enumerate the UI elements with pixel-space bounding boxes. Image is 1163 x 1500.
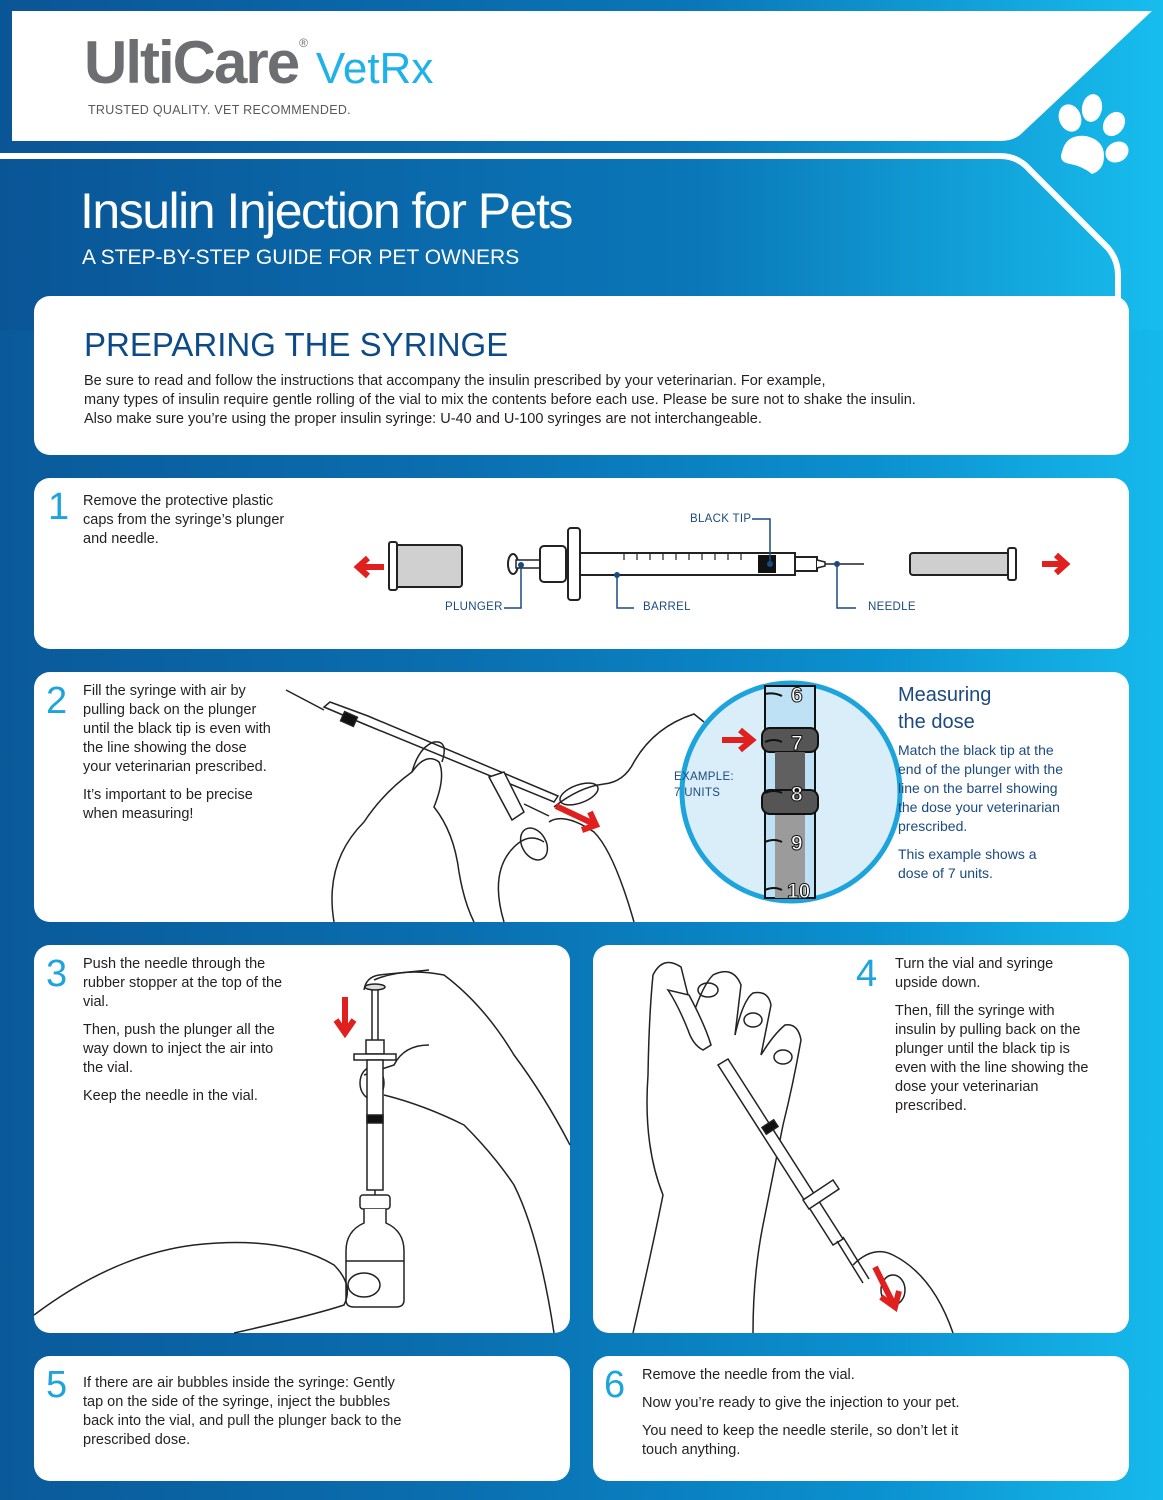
- scale-mark: 6: [791, 684, 803, 707]
- step-paragraph: Remove the protective plastic caps from …: [83, 493, 285, 547]
- registered-mark: ®: [299, 36, 308, 50]
- arrow-left-icon: [353, 555, 384, 579]
- fill-insulin-illustration: [632, 961, 954, 1334]
- brand-name: UltiCare: [84, 29, 300, 96]
- step-paragraph: It’s important to be precise when measur…: [83, 787, 253, 822]
- step-number: 3: [46, 953, 68, 995]
- inject-air-illustration: [33, 969, 571, 1334]
- scale-mark: 10: [787, 880, 810, 903]
- example-label: EXAMPLE: 7 UNITS: [674, 769, 734, 801]
- arrow-right-icon: [1042, 552, 1071, 576]
- label-barrel: BARREL: [643, 601, 691, 613]
- measuring-title-line: Measuring: [898, 684, 992, 706]
- paw-icon: [1058, 94, 1129, 174]
- step-card-6: 6 Remove the needle from the vial. Now y…: [593, 1356, 1129, 1481]
- fill-syringe-illustration: 6 7 8 9 10: [285, 680, 903, 923]
- step-paragraph: Remove the needle from the vial.: [642, 1367, 855, 1383]
- label-black-tip: BLACK TIP: [690, 513, 752, 525]
- intro-line: Also make sure you’re using the proper i…: [84, 411, 762, 427]
- step-paragraph: Then, fill the syringe with insulin by p…: [895, 1003, 1089, 1114]
- brand-tagline: TRUSTED QUALITY. VET RECOMMENDED.: [88, 103, 351, 117]
- label-plunger: PLUNGER: [445, 601, 503, 613]
- scale-mark: 8: [791, 783, 803, 806]
- step-card-4: 4 Turn the vial and syringe upside down.…: [593, 945, 1129, 1334]
- measuring-text: Match the black tip at the end of the pl…: [898, 741, 1068, 892]
- step-paragraph: Then, push the plunger all the way down …: [83, 1022, 275, 1076]
- step-paragraph: Keep the needle in the vial.: [83, 1088, 258, 1104]
- step-paragraph: Turn the vial and syringe upside down.: [895, 956, 1054, 991]
- step-number: 5: [46, 1364, 68, 1406]
- intro-line: many types of insulin require gentle rol…: [84, 392, 916, 408]
- example-label-line: EXAMPLE:: [674, 771, 734, 783]
- step-text: Fill the syringe with air by pulling bac…: [83, 682, 273, 833]
- step-card-1: 1 Remove the protective plastic caps fro…: [34, 478, 1129, 649]
- step-number: 6: [604, 1364, 626, 1406]
- step-text: Push the needle through the rubber stopp…: [83, 955, 283, 1115]
- measuring-paragraph: Match the black tip at the end of the pl…: [898, 742, 1064, 834]
- intro-card: PREPARING THE SYRINGE Be sure to read an…: [34, 296, 1129, 455]
- step-paragraph: Now you’re ready to give the injection t…: [642, 1395, 960, 1411]
- step-paragraph: You need to keep the needle sterile, so …: [642, 1423, 959, 1458]
- step-text: Turn the vial and syringe upside down. T…: [895, 955, 1095, 1125]
- step-paragraph: If there are air bubbles inside the syri…: [83, 1375, 402, 1448]
- step-number: 4: [856, 953, 878, 995]
- example-label-line: 7 UNITS: [674, 787, 721, 799]
- intro-text: Be sure to read and follow the instructi…: [84, 372, 984, 429]
- header-shape: [0, 0, 1163, 330]
- brand-logo: UltiCare ® VetRx: [84, 28, 433, 97]
- step-text: If there are air bubbles inside the syri…: [83, 1374, 418, 1459]
- step-paragraph: Fill the syringe with air by pulling bac…: [83, 683, 271, 775]
- step-card-5: 5 If there are air bubbles inside the sy…: [34, 1356, 570, 1481]
- brand-subname: VetRx: [315, 44, 434, 93]
- step-number: 2: [46, 680, 68, 722]
- scale-mark: 9: [791, 832, 803, 855]
- measuring-title: Measuring the dose: [898, 682, 991, 736]
- label-needle: NEEDLE: [868, 601, 916, 613]
- page-subtitle: A STEP-BY-STEP GUIDE FOR PET OWNERS: [82, 246, 520, 269]
- page-title: Insulin Injection for Pets: [80, 183, 573, 239]
- intro-line: Be sure to read and follow the instructi…: [84, 373, 826, 389]
- measuring-title-line: the dose: [898, 711, 975, 733]
- step-paragraph: Push the needle through the rubber stopp…: [83, 956, 283, 1010]
- step-card-3: 3 Push the needle through the rubber sto…: [33, 945, 571, 1334]
- scale-mark: 7: [791, 732, 803, 755]
- step-text: Remove the needle from the vial. Now you…: [642, 1366, 982, 1469]
- step-number: 1: [48, 486, 70, 528]
- measuring-paragraph: This example shows a dose of 7 units.: [898, 846, 1037, 881]
- step-text: Remove the protective plastic caps from …: [83, 492, 303, 558]
- section-title: PREPARING THE SYRINGE: [84, 326, 509, 363]
- step-card-2: 2 Fill the syringe with air by pulling b…: [34, 672, 1129, 923]
- syringe-diagram: [353, 518, 1071, 609]
